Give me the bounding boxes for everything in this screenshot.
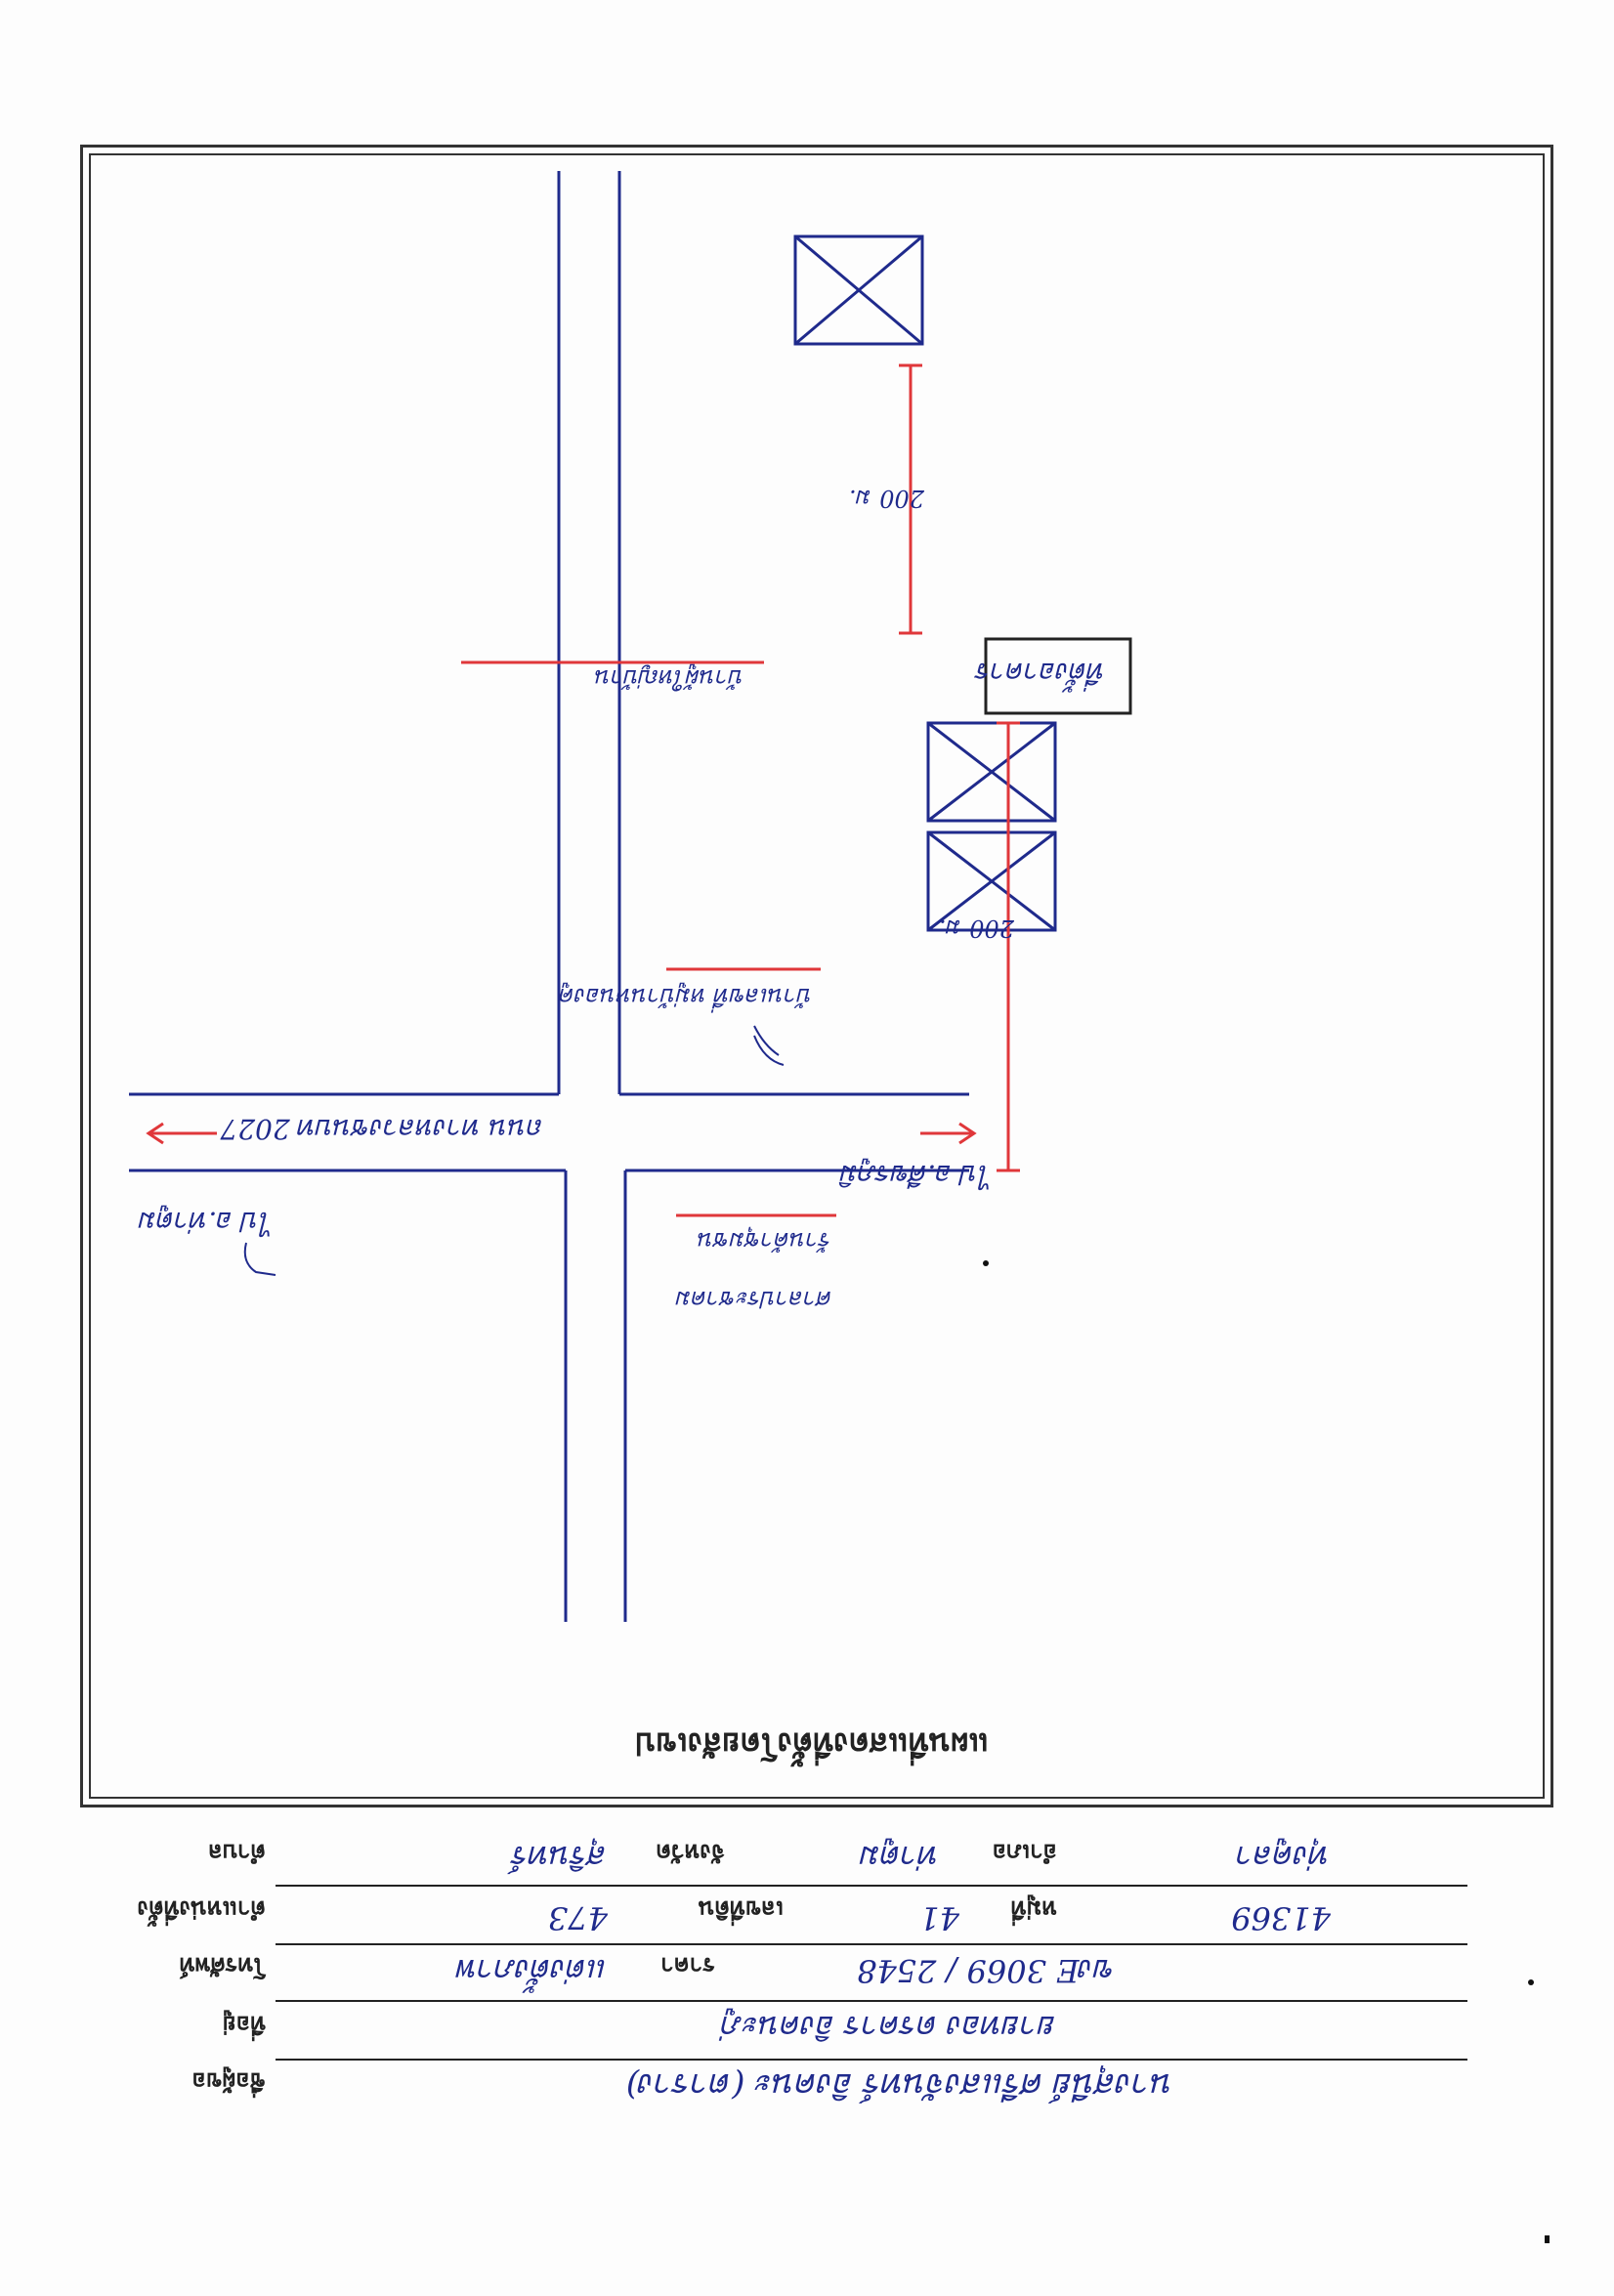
ink-speck-1 bbox=[1528, 1979, 1534, 1985]
building-box-2 bbox=[926, 721, 1057, 823]
distance-label-2: 200 ม. bbox=[849, 485, 924, 512]
building-box-3 bbox=[793, 234, 924, 346]
arrow-left-direction bbox=[920, 1122, 977, 1145]
landmark-1: บ้านเลขที่ หมู่บ้านหนองคู bbox=[559, 983, 813, 1010]
landmark-3: บ้านผู้ใหญ่บ้าน bbox=[595, 664, 744, 692]
form-table-lines bbox=[276, 1885, 1467, 2061]
ink-speck-3 bbox=[983, 1260, 989, 1266]
site-box bbox=[984, 637, 1132, 715]
site-label: ที่ตั้งอาคาร bbox=[976, 657, 1106, 689]
hook-stroke-1 bbox=[243, 1242, 276, 1276]
distance-marker-2 bbox=[899, 363, 922, 635]
form-table: ชื่อผู้ขอ นางสุนีย์ ศรีแสงจันทร์ อิงคนะ … bbox=[129, 1839, 1467, 2120]
ink-speck-2 bbox=[1545, 2235, 1550, 2243]
hook-stroke-2 bbox=[753, 1035, 785, 1066]
distance-label-1: 200 ม. bbox=[939, 914, 1014, 942]
road-north-arrow-label: ไป อ.ท่าตูม bbox=[139, 1206, 274, 1238]
road-label: ถนน ทางหลวงชนบท 2027 bbox=[220, 1113, 544, 1145]
arrow-right-direction bbox=[146, 1122, 217, 1145]
road-south-arrow-label: ไป อ.ศีขรภูมิ bbox=[840, 1159, 993, 1191]
building-box-1 bbox=[926, 830, 1057, 932]
landmark-4: ศาลาประชาคม bbox=[676, 1286, 832, 1313]
hook-stroke-3 bbox=[753, 1025, 780, 1056]
landmark-2: ร้านค้าชุมชน bbox=[698, 1227, 832, 1254]
distance-marker-1 bbox=[997, 721, 1020, 1172]
